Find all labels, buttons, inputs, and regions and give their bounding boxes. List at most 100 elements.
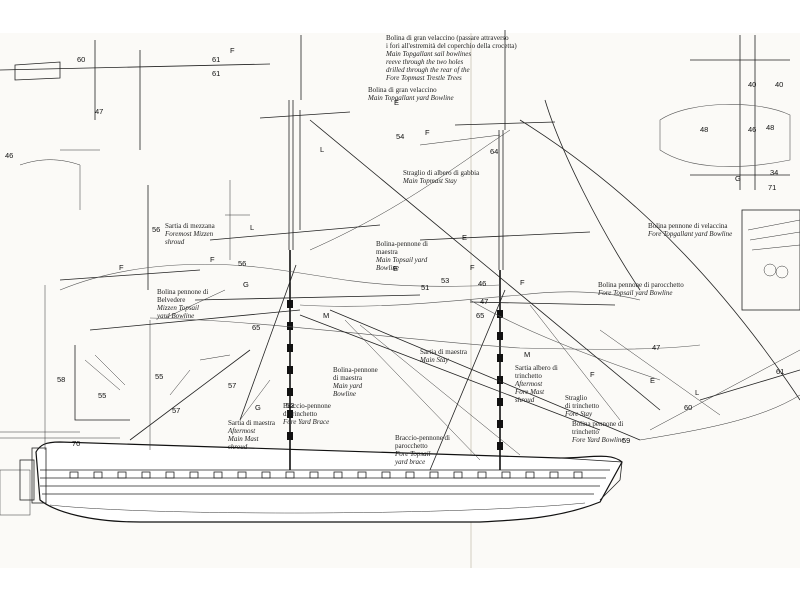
gunport xyxy=(405,471,415,479)
gunport xyxy=(573,471,583,479)
line-letter: E xyxy=(650,376,655,385)
part-number: 56 xyxy=(152,225,160,234)
callout-line: Bolina pennone di velaccina xyxy=(648,222,728,230)
gunport xyxy=(525,471,535,479)
gunports xyxy=(69,471,583,479)
callout-line: Main Stay xyxy=(419,356,449,364)
part-number: 59 xyxy=(622,436,630,445)
part-number: 61 xyxy=(212,69,220,78)
callout-line: Foremost Mizzen xyxy=(164,230,214,238)
callout-line: shroud xyxy=(165,238,185,246)
line-letter: G xyxy=(243,280,249,289)
part-number: 55 xyxy=(98,391,106,400)
line-letter: F xyxy=(470,263,475,272)
mast-band xyxy=(497,332,503,340)
callout-line: Aftermost xyxy=(227,427,256,435)
callout-line: Bolina di gran velaccino (passare attrav… xyxy=(386,34,509,42)
mast-band xyxy=(497,442,503,450)
callout-line: Main Topsail yard xyxy=(375,256,428,264)
part-number: 55 xyxy=(155,372,163,381)
mast-band xyxy=(287,344,293,352)
part-number: 60 xyxy=(684,403,692,412)
callout-line: Bolina-pennone di xyxy=(376,240,428,248)
gunport xyxy=(117,471,127,479)
gunport xyxy=(285,471,295,479)
part-number: 64 xyxy=(490,147,498,156)
part-number: 34 xyxy=(770,168,778,177)
gunport xyxy=(141,471,151,479)
line-letter: G xyxy=(255,403,261,412)
line-letter: F xyxy=(520,278,525,287)
part-number: 47 xyxy=(480,297,488,306)
part-number: 60 xyxy=(77,55,85,64)
callout-line: Main yard xyxy=(332,382,363,390)
callout-line: yard brace xyxy=(394,458,425,466)
callout-line: Sartia albero di xyxy=(515,364,558,372)
callout-line: Braccio-pennone di xyxy=(395,434,450,442)
callout-line: drilled through the rear of the xyxy=(386,66,470,74)
callout-top-note: Bolina di gran velaccino (passare attrav… xyxy=(385,34,517,82)
mast-band xyxy=(287,366,293,374)
callout-line: di trinchetto xyxy=(565,402,600,410)
gunport xyxy=(453,471,463,479)
line-letter: M xyxy=(524,350,530,359)
mast-band xyxy=(287,432,293,440)
callout-line: shroud xyxy=(515,396,535,404)
line-letter: F xyxy=(119,263,124,272)
mast-band xyxy=(497,376,503,384)
callout-line: Main Topgallant sail bowlines xyxy=(385,50,471,58)
callout-line: i fori all'estremità del coperchio della… xyxy=(386,42,517,50)
gunport xyxy=(357,471,367,479)
part-number: 47 xyxy=(652,343,660,352)
line-letter: E xyxy=(393,264,398,273)
callout-line: Fore Topsail xyxy=(394,450,431,458)
mast-band xyxy=(497,398,503,406)
part-number: 61 xyxy=(212,55,220,64)
callout-line: Bowline xyxy=(376,264,399,272)
part-number: 71 xyxy=(768,183,776,192)
line-letter: L xyxy=(320,145,324,154)
hull xyxy=(0,431,623,523)
line-letter: F xyxy=(210,255,215,264)
callout-line: Sartia di maestra xyxy=(228,419,276,427)
callout-line: di maestra xyxy=(333,374,363,382)
callout-line: Main Topgallant yard Bowline xyxy=(367,94,454,102)
callout-line: trinchetto xyxy=(515,372,542,380)
gunport xyxy=(429,471,439,479)
callout-line: trinchetto xyxy=(572,428,599,436)
line-letter: L xyxy=(250,223,254,232)
line-letter: F xyxy=(590,370,595,379)
callout-line: reeve through the two holes xyxy=(386,58,464,66)
part-number: 46 xyxy=(5,151,13,160)
part-number: 57 xyxy=(172,406,180,415)
callout-line: Fore Topsail yard Bowline xyxy=(597,289,672,297)
mast-band xyxy=(497,354,503,362)
part-number: 56 xyxy=(238,259,246,268)
detail-insets-left xyxy=(0,345,130,516)
part-number: 46 xyxy=(748,125,756,134)
callout-line: Bolina pennone di xyxy=(572,420,623,428)
gunport xyxy=(213,471,223,479)
part-number: 48 xyxy=(700,125,708,134)
callout-line: Braccio-pennone xyxy=(283,402,331,410)
callout-line: Bolina pennone di xyxy=(157,288,208,296)
callout-line: maestra xyxy=(376,248,399,256)
callout-line: Sartia di maestra xyxy=(420,348,468,356)
line-letter: G xyxy=(735,174,741,183)
gunport xyxy=(93,471,103,479)
callout-line: Fore Mast xyxy=(514,388,545,396)
line-letter: M xyxy=(323,311,329,320)
callout-line: Bolina di gran velaccino xyxy=(368,86,437,94)
part-number: 53 xyxy=(441,276,449,285)
part-number: 40 xyxy=(748,80,756,89)
